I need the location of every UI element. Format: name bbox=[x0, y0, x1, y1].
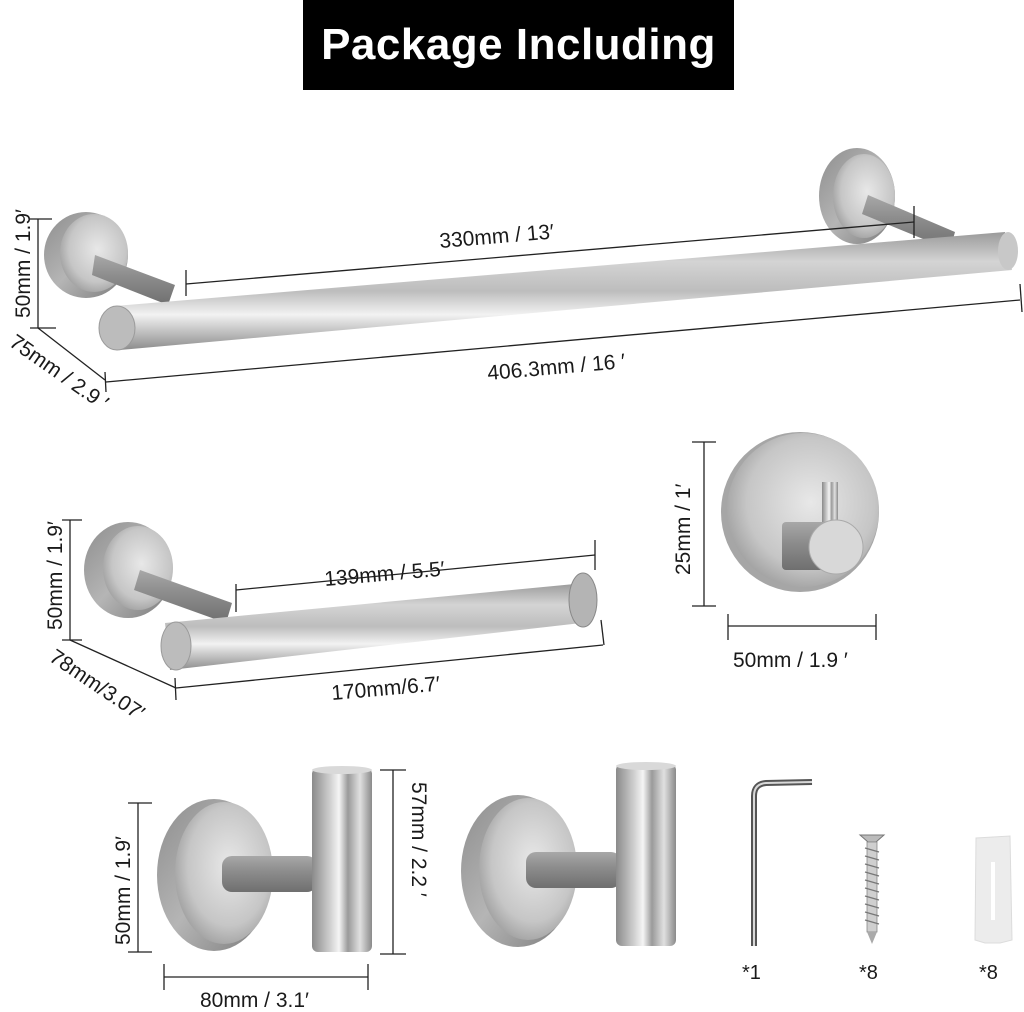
robe-hook-height-label: 57mm / 2.2 ′ bbox=[407, 782, 430, 897]
hex-key-quantity: *1 bbox=[742, 962, 761, 984]
towel-bar-dimension-lines bbox=[30, 206, 1023, 393]
towel-bar-inner-length-label: 330mm / 13′ bbox=[438, 220, 554, 253]
towel-bar-left-mount-icon bbox=[44, 212, 175, 305]
adhesive-hook-dimension-lines bbox=[692, 441, 877, 640]
robe-hook-width-label: 80mm / 3.1′ bbox=[200, 989, 309, 1012]
paper-holder-total-length-label: 170mm/6.7′ bbox=[330, 673, 441, 705]
paper-holder-inner-length-label: 139mm / 5.5′ bbox=[323, 558, 445, 591]
page-title: Package Including bbox=[321, 20, 716, 69]
robe-hook-dimension-lines bbox=[128, 769, 406, 990]
towel-bar: 50mm / 1.9′ 75mm / 2.9 ′ 330mm / 13′ 406… bbox=[5, 148, 1023, 415]
accessory-hex-key: *1 bbox=[742, 779, 813, 984]
robe-hook-1: 50mm / 1.9′ 57mm / 2.2 ′ 80mm / 3.1′ bbox=[112, 766, 430, 1012]
towel-bar-total-length-label: 406.3mm / 16 ′ bbox=[486, 350, 626, 385]
paper-holder-depth-label: 78mm/3.07′ bbox=[45, 645, 148, 725]
wall-anchor-icon bbox=[974, 835, 1013, 944]
towel-bar-right-mount-icon bbox=[819, 148, 955, 250]
adhesive-hook-height-label: 25mm / 1′ bbox=[672, 483, 695, 575]
screw-icon bbox=[858, 834, 886, 944]
adhesive-hook-icon bbox=[721, 432, 879, 592]
title-banner: Package Including bbox=[303, 0, 734, 90]
hex-key-icon bbox=[751, 779, 813, 946]
accessory-wall-anchor: *8 bbox=[974, 835, 1013, 984]
paper-holder-height-label: 50mm / 1.9′ bbox=[44, 521, 67, 630]
accessory-screw: *8 bbox=[858, 834, 886, 984]
screw-quantity: *8 bbox=[859, 962, 878, 984]
paper-holder-mount-icon bbox=[84, 522, 232, 623]
robe-hook-icon bbox=[157, 766, 372, 952]
robe-hook-base-height-label: 50mm / 1.9′ bbox=[112, 836, 135, 945]
paper-holder: 50mm / 1.9′ 78mm/3.07′ 139mm / 5.5′ 170m… bbox=[44, 519, 605, 725]
robe-hook-2 bbox=[461, 762, 676, 947]
towel-bar-height-label: 50mm / 1.9′ bbox=[12, 209, 35, 318]
paper-holder-dimension-lines bbox=[62, 519, 605, 701]
wall-anchor-quantity: *8 bbox=[979, 962, 998, 984]
robe-hook-icon bbox=[461, 762, 676, 947]
adhesive-hook-width-label: 50mm / 1.9 ′ bbox=[733, 649, 848, 672]
adhesive-hook: 25mm / 1′ 50mm / 1.9 ′ bbox=[672, 432, 879, 672]
